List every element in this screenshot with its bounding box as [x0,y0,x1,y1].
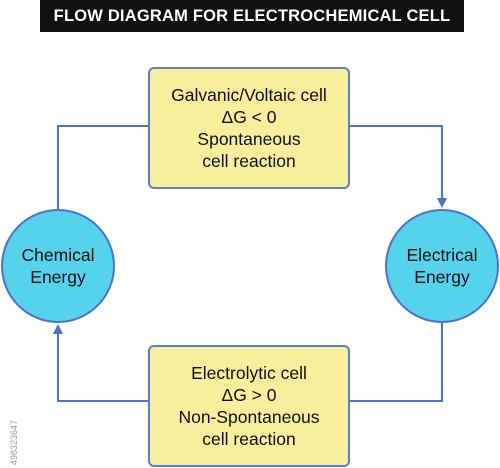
galvanic-cell-label: Galvanic/Voltaic cell [171,85,327,105]
arrow-electrolytic-to-chemical [53,324,148,402]
diagram-title: FLOW DIAGRAM FOR ELECTROCHEMICAL CELL [40,0,464,32]
galvanic-cell-box: Galvanic/Voltaic cell ΔG < 0 Spontaneous… [148,67,350,189]
connector-electrical-to-electrolytic [350,323,443,402]
stock-id-text: 498323647 [9,419,19,465]
electrolytic-cell-box: Electrolytic cell ΔG > 0 Non-Spontaneous… [148,345,350,467]
galvanic-delta-g: ΔG < 0 [221,107,277,127]
chemical-energy-line1: Chemical [21,245,95,265]
electrical-energy-node: Electrical Energy [385,209,499,323]
chemical-energy-node: Chemical Energy [1,209,115,323]
electrical-energy-line2: Energy [414,267,470,287]
electrolytic-spontaneity: Non-Spontaneous [178,407,320,427]
galvanic-reaction-label: cell reaction [202,151,296,171]
electrical-energy-line1: Electrical [406,245,478,265]
chemical-energy-line2: Energy [30,267,86,287]
galvanic-spontaneity: Spontaneous [197,129,301,149]
arrow-galvanic-to-electrical [350,125,447,208]
electrolytic-reaction-label: cell reaction [202,429,296,449]
connector-chemical-to-galvanic [57,125,148,209]
electrolytic-delta-g: ΔG > 0 [221,385,277,405]
electrolytic-cell-label: Electrolytic cell [191,363,307,383]
